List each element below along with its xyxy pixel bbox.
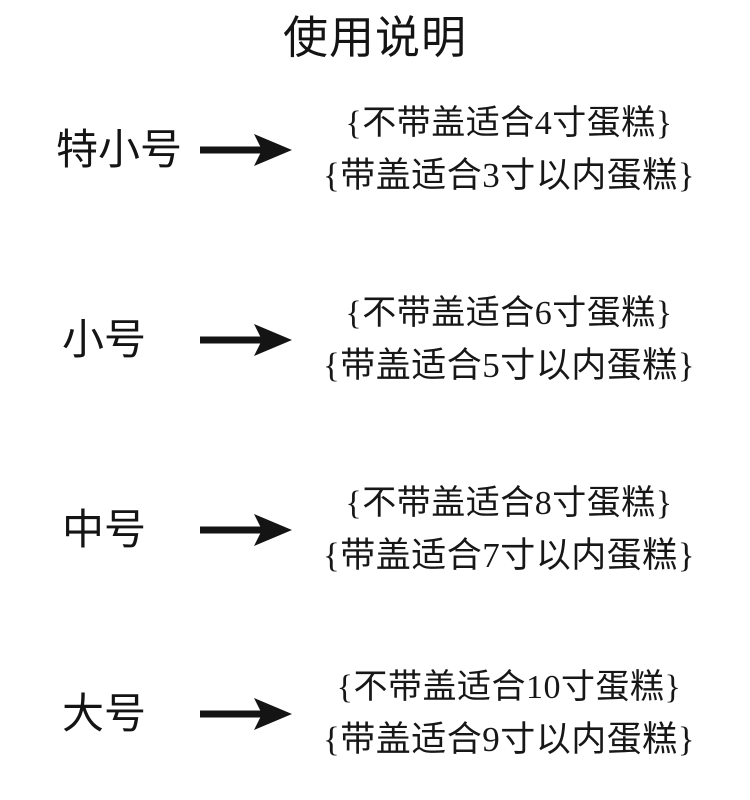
- arrow-cell: [200, 697, 320, 731]
- right-arrow-icon: [200, 323, 292, 357]
- size-label-small: 小号: [62, 316, 147, 363]
- arrow-cell: [200, 133, 320, 167]
- description-cell: {不带盖适合6寸蛋糕} {带盖适合5寸以内蛋糕}: [320, 288, 750, 392]
- description-cell: {不带盖适合10寸蛋糕} {带盖适合9寸以内蛋糕}: [320, 662, 750, 766]
- description-line-with-lid: {带盖适合3寸以内蛋糕}: [322, 156, 696, 195]
- size-label-extra-small: 特小号: [56, 126, 183, 173]
- description-line-with-lid: {带盖适合5寸以内蛋糕}: [322, 346, 696, 385]
- description-cell: {不带盖适合4寸蛋糕} {带盖适合3寸以内蛋糕}: [320, 98, 750, 202]
- arrow-cell: [200, 323, 320, 357]
- description-line-with-lid: {带盖适合9寸以内蛋糕}: [322, 720, 696, 759]
- spec-row: 大号 {不带盖适合10寸蛋糕} {带盖适合9寸以内蛋糕}: [0, 662, 750, 766]
- arrow-cell: [200, 513, 320, 547]
- spec-row: 小号 {不带盖适合6寸蛋糕} {带盖适合5寸以内蛋糕}: [0, 288, 750, 392]
- size-label-medium: 中号: [62, 506, 147, 553]
- spec-row: 特小号 {不带盖适合4寸蛋糕} {带盖适合3寸以内蛋糕}: [0, 98, 750, 202]
- description-cell: {不带盖适合8寸蛋糕} {带盖适合7寸以内蛋糕}: [320, 478, 750, 582]
- description-line-no-lid: {不带盖适合10寸蛋糕}: [336, 669, 682, 706]
- spec-row: 中号 {不带盖适合8寸蛋糕} {带盖适合7寸以内蛋糕}: [0, 478, 750, 582]
- right-arrow-icon: [200, 697, 292, 731]
- page-title: 使用说明: [282, 12, 467, 63]
- description-line-no-lid: {不带盖适合6寸蛋糕}: [345, 295, 673, 332]
- right-arrow-icon: [200, 513, 292, 547]
- size-label-large: 大号: [62, 690, 147, 737]
- description-line-no-lid: {不带盖适合8寸蛋糕}: [345, 485, 673, 522]
- description-line-no-lid: {不带盖适合4寸蛋糕}: [345, 105, 673, 142]
- description-line-with-lid: {带盖适合7寸以内蛋糕}: [322, 536, 696, 575]
- right-arrow-icon: [200, 133, 292, 167]
